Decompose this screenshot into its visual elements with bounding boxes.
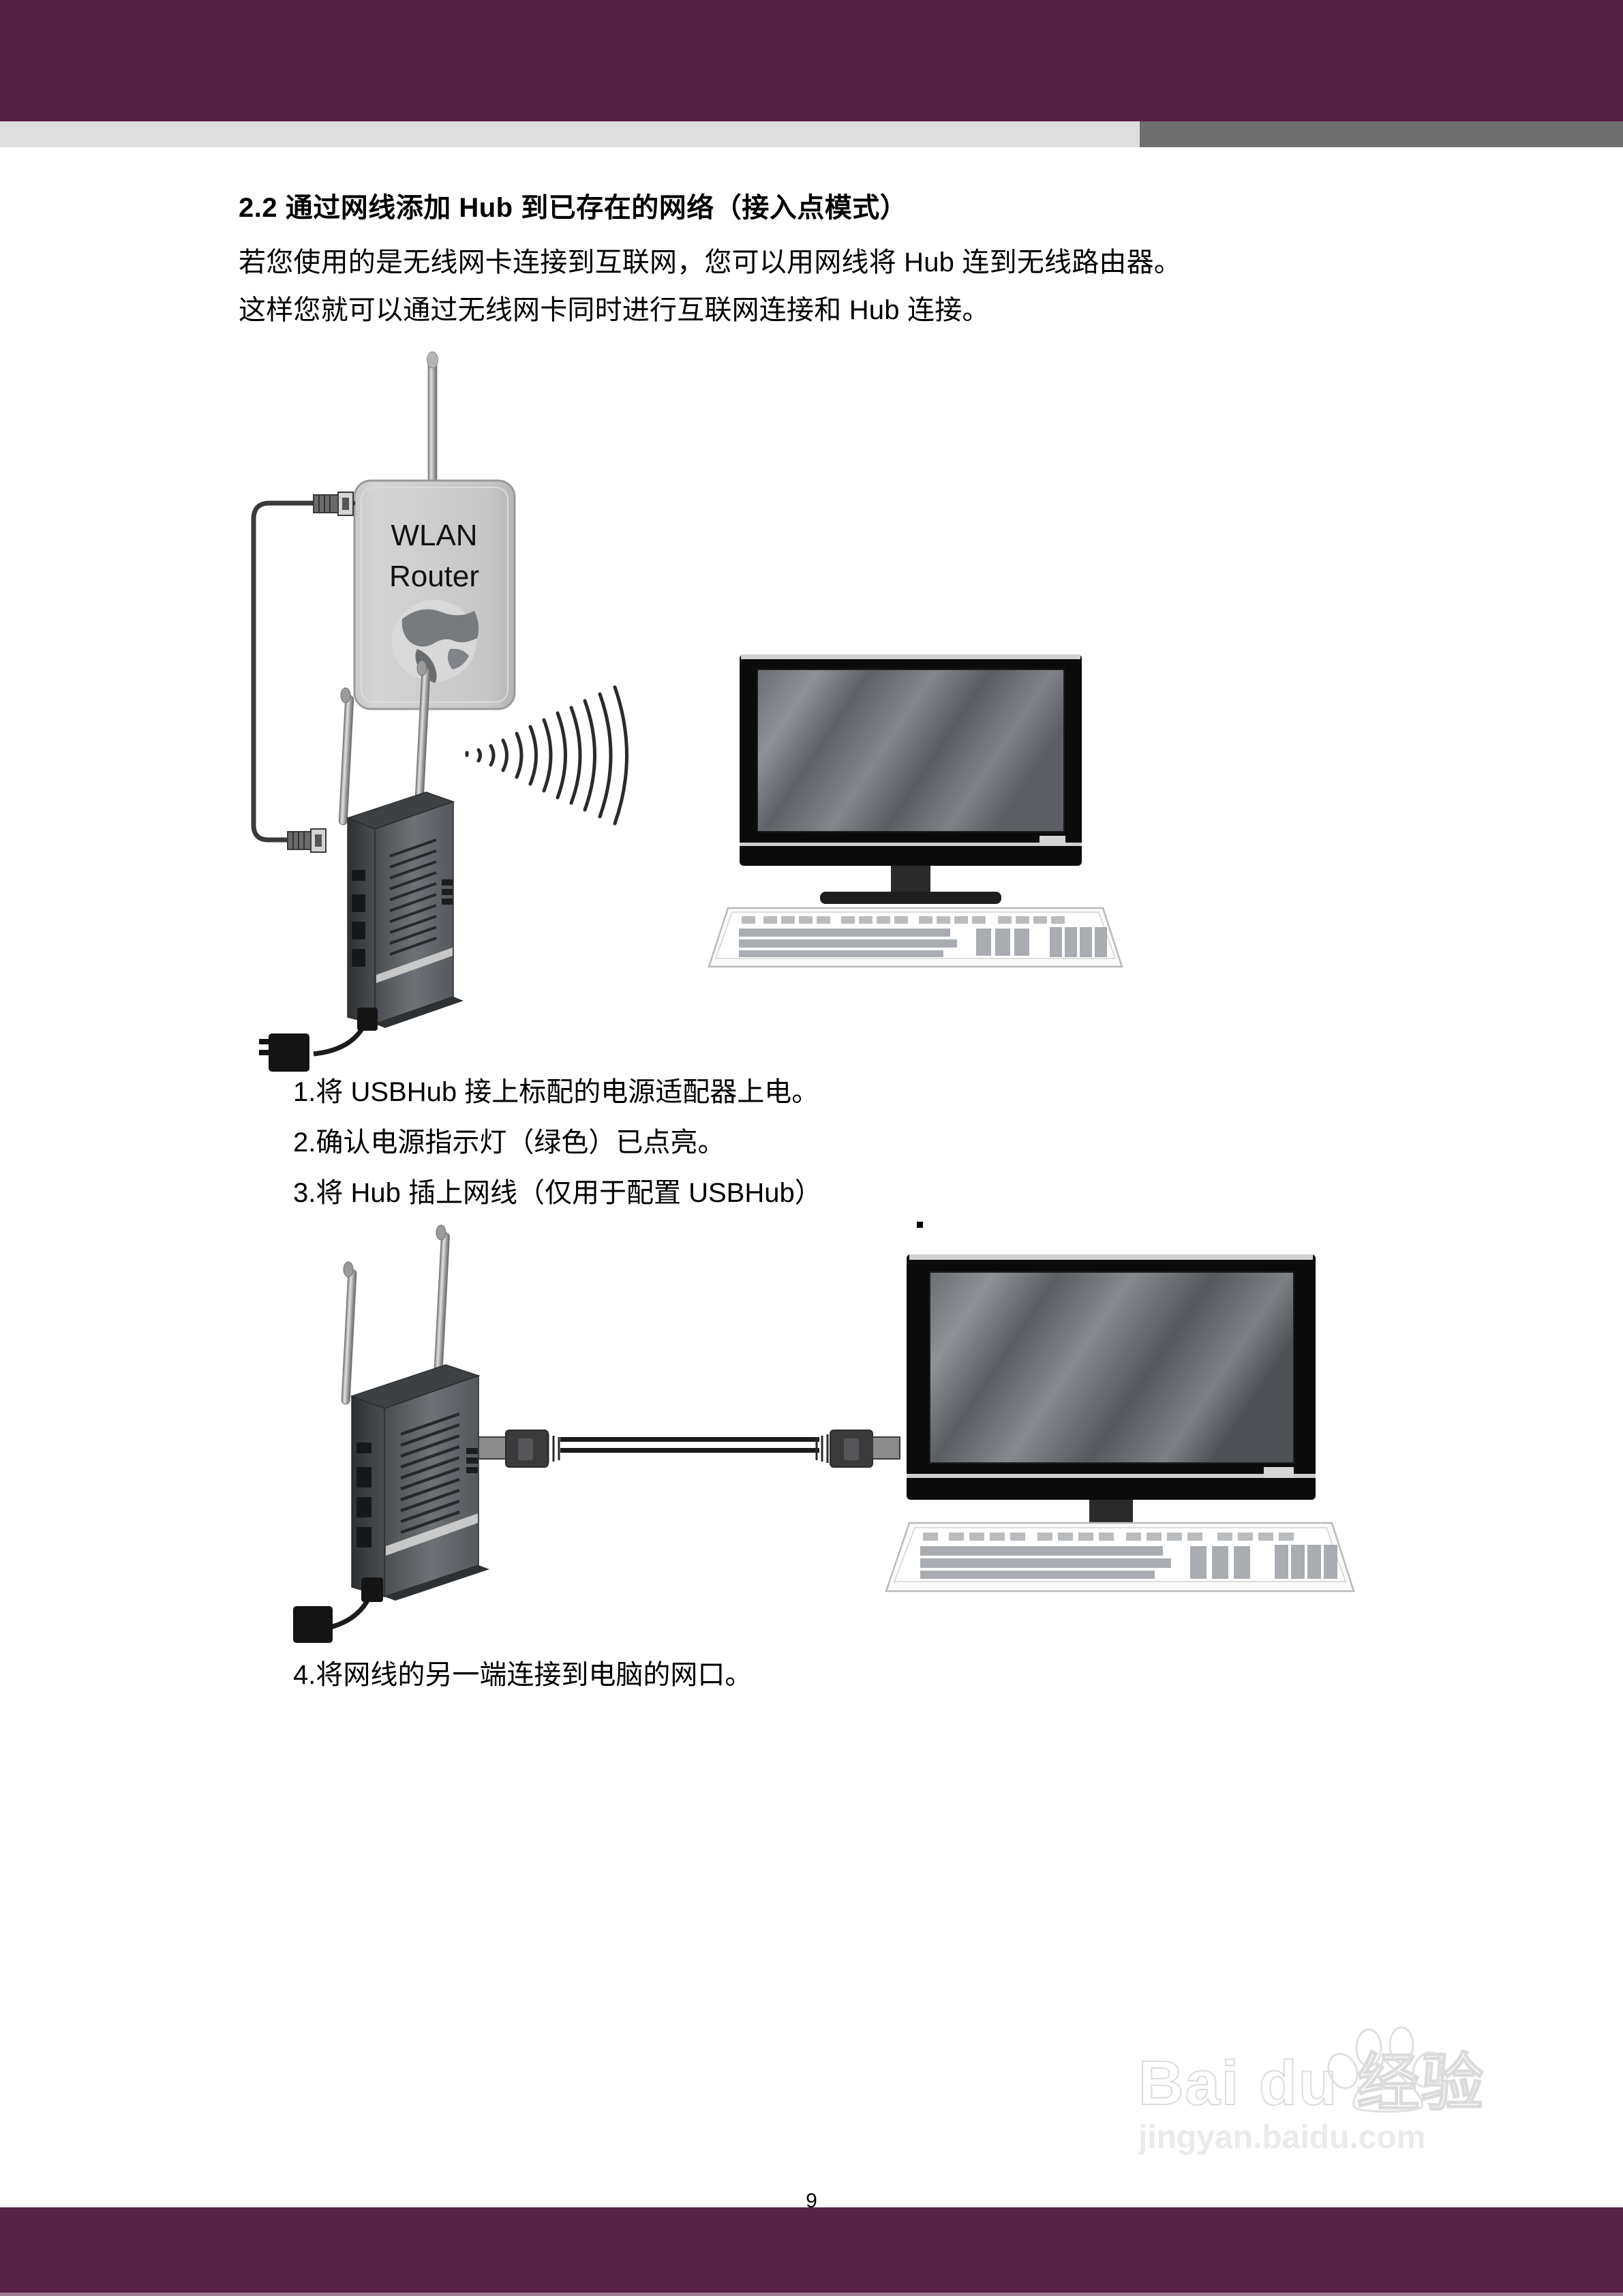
header-gray-bar-left: [0, 121, 1140, 147]
figure-access-point-mode: WLAN Router: [232, 341, 1295, 1072]
usb-hub-icon: [341, 1224, 489, 1601]
step-item: 3.将 Hub 插上网线（仅用于配置 USBHub）: [293, 1178, 822, 1208]
led-indicators: [442, 879, 453, 905]
baidu-wordmark: Bai du 经验: [1138, 2049, 1485, 2118]
baidu-watermark: Bai du 经验 jingyan.baidu.com: [1138, 2026, 1561, 2156]
power-adapter-icon: [293, 1577, 383, 1643]
stray-period-mark: [917, 1222, 923, 1228]
step-item: 4.将网线的另一端连接到电脑的网口。: [293, 1660, 753, 1690]
step-item: 2.确认电源指示灯（绿色）已点亮。: [293, 1128, 725, 1158]
monitor-icon: [740, 654, 1082, 904]
globe-icon: [392, 600, 479, 683]
page-number: 9: [806, 2190, 817, 2212]
keyboard-icon: [885, 1522, 1355, 1592]
usb-hub-icon: [338, 660, 464, 1028]
step-item: 1.将 USBHub 接上标配的电源适配器上电。: [293, 1077, 819, 1107]
intro-line-2: 这样您就可以通过无线网卡同时进行互联网连接和 Hub 连接。: [239, 295, 990, 325]
steps-group-2: 4.将网线的另一端连接到电脑的网口。: [293, 1657, 1384, 1707]
section-heading: 2.2 通过网线添加 Hub 到已存在的网络（接入点模式）: [239, 193, 908, 223]
router-label-line1: WLAN: [391, 519, 477, 552]
steps-group-1: 1.将 USBHub 接上标配的电源适配器上电。 2.确认电源指示灯（绿色）已点…: [293, 1074, 1384, 1225]
page-content: 2.2 通过网线添加 Hub 到已存在的网络（接入点模式） 若您使用的是无线网卡…: [239, 191, 1397, 339]
wireless-waves-icon: [465, 685, 628, 826]
antenna-icon: [338, 660, 431, 826]
header-gray-bar-right: [1140, 121, 1623, 147]
header-purple-bar: [0, 0, 1623, 121]
antenna-icon: [427, 351, 438, 483]
antenna-icon: [341, 1224, 450, 1405]
ethernet-cable-icon: [251, 492, 356, 853]
intro-line-1: 若您使用的是无线网卡连接到互联网，您可以用网线将 Hub 连到无线路由器。: [239, 247, 1182, 277]
wlan-router-icon: WLAN Router: [353, 351, 516, 710]
baidu-url-text: jingyan.baidu.com: [1138, 2119, 1426, 2156]
power-adapter-icon: [259, 1008, 378, 1072]
router-label-line2: Router: [389, 560, 479, 593]
ethernet-cable-icon: [478, 1430, 900, 1468]
keyboard-icon: [708, 907, 1123, 968]
footer-purple-bar: [0, 2207, 1623, 2296]
monitor-icon: [907, 1254, 1316, 1542]
led-indicators: [466, 1448, 478, 1473]
paw-print-icon: [1327, 2026, 1443, 2113]
figure-cable-connection: [293, 1220, 1445, 1643]
